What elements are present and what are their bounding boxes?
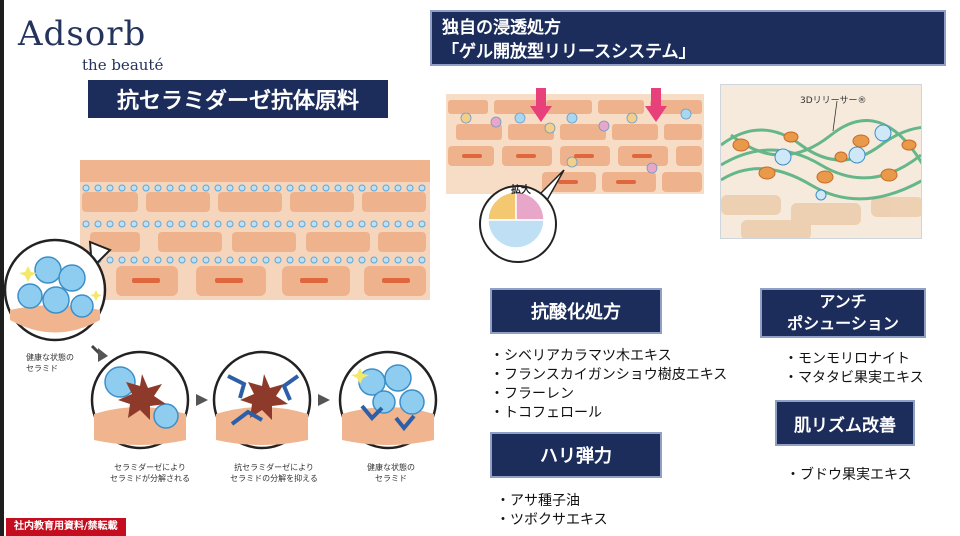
firmness-ingredient-list: ・アサ種子油 ・ツボクサエキス [496,492,608,530]
penetration-arrows [530,88,667,122]
list-item: ・ブドウ果実エキス [786,467,912,483]
penetration-illustration [446,88,704,263]
caption-line: セラミドが分解される [110,474,190,483]
penetration-system-banner: 独自の浸透処方 「ゲル開放型リリースシステム」 [430,10,946,66]
brand-name: Adsorb [18,14,147,54]
antioxidant-ingredient-list: ・シベリアカラマツ木エキス ・フランスカイガンショウ樹皮エキス ・フラーレン ・… [490,347,727,423]
heading-firmness: ハリ弾力 [490,432,662,478]
banner-line-2: 「ゲル開放型リリースシステム」 [442,42,696,62]
skin-rhythm-ingredient-list: ・ブドウ果実エキス [786,466,912,485]
heading-skin-rhythm: 肌リズム改善 [775,400,915,446]
caption-line: 健康な状態の [26,353,74,362]
brand-logo: Adsorb the beauté [18,14,168,76]
list-item: ・シベリアカラマツ木エキス [490,348,672,364]
brand-tagline: the beauté [82,56,164,74]
3d-releaser-image [720,84,922,239]
list-item: ・ツボクサエキス [496,512,608,528]
caption-line: セラミダーゼにより [114,463,186,472]
caption-line: セラミド [375,474,407,483]
list-item: ・モンモリロナイト [784,351,910,367]
list-item: ・フラーレン [490,386,574,402]
3d-releaser-graphic [721,85,921,238]
expand-label: 拡大 [511,185,531,196]
window-edge [0,0,4,536]
heading-line: アンチ [819,292,867,311]
caption-line: 健康な状態の [367,463,415,472]
heading-line: ポシューション [787,314,899,333]
3d-releaser-label: 3Dリリーサー® [800,96,867,106]
heading-antioxidant: 抗酸化処方 [490,288,662,334]
main-title: 抗セラミダーゼ抗体原料 [88,80,388,118]
ceramide-dots [82,184,426,264]
list-item: ・フランスカイガンショウ樹皮エキス [490,367,728,383]
list-item: ・トコフェロール [490,405,602,421]
anti-pollution-ingredient-list: ・モンモリロナイト ・マタタビ果実エキス [784,350,924,388]
caption-line: セラミド [26,364,58,373]
caption-step2: 抗セラミダーゼにより セラミドの分解を抑える [214,462,334,484]
internal-use-badge: 社内教育用資料/禁転載 [6,518,126,536]
heading-anti-pollution: アンチ ポシューション [760,288,926,338]
skin-top-band [80,160,430,182]
caption-step3: 健康な状態の セラミド [346,462,436,484]
list-item: ・アサ種子油 [496,493,580,509]
caption-line: 抗セラミダーゼにより [234,463,314,472]
ceramide-skin-illustration [3,160,438,450]
caption-step1: セラミダーゼにより セラミドが分解される [90,462,210,484]
caption-line: セラミドの分解を抑える [230,474,318,483]
caption-healthy-ceramide: 健康な状態の セラミド [26,352,86,374]
list-item: ・マタタビ果実エキス [784,370,924,386]
banner-line-1: 独自の浸透処方 [442,18,561,38]
